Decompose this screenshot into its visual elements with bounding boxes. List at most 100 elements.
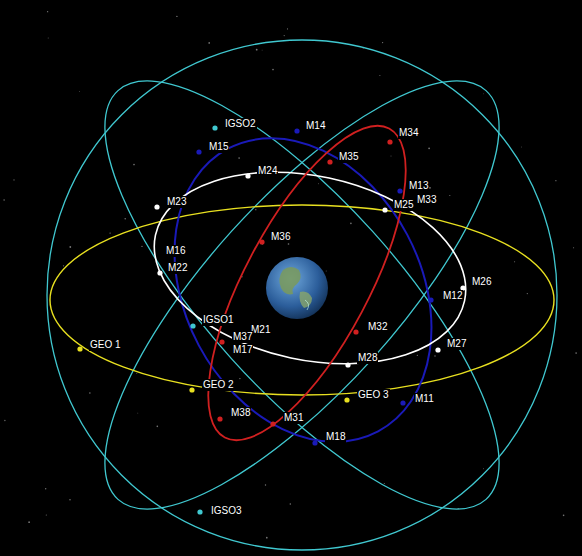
star (384, 483, 385, 484)
satellite-dot (312, 440, 317, 445)
satellite-dot (270, 421, 275, 426)
satellite-label: M14 (305, 120, 326, 132)
meo-orbit (136, 145, 483, 391)
star (563, 514, 565, 516)
star (317, 183, 319, 185)
star (417, 355, 418, 356)
star (141, 246, 142, 247)
igso-orbit (47, 27, 556, 556)
star (256, 49, 258, 51)
star (428, 147, 430, 149)
satellite-label: M17 (232, 344, 253, 356)
satellite-dot (382, 207, 387, 212)
satellite-label: M24 (257, 165, 278, 177)
star (208, 42, 210, 44)
satellite-label: M18 (325, 431, 346, 443)
star (109, 232, 110, 233)
satellite-label: M13 (408, 180, 429, 192)
satellite-label: M36 (270, 231, 291, 243)
satellite-dot (217, 416, 222, 421)
star (255, 209, 256, 210)
satellite-dot (353, 329, 358, 334)
star (272, 69, 274, 71)
star (379, 75, 380, 76)
star (45, 488, 46, 489)
star (69, 499, 70, 500)
star (482, 93, 484, 95)
star (156, 425, 158, 427)
star (13, 179, 14, 180)
star (239, 378, 240, 379)
satellite-label: M37 (232, 331, 253, 343)
star (4, 420, 5, 421)
star (28, 521, 30, 523)
satellite-dot (189, 387, 194, 392)
earth-cloud (305, 300, 309, 310)
meo-orbit (170, 99, 444, 466)
star (265, 484, 266, 485)
star (527, 293, 528, 294)
satellite-dot (435, 347, 440, 352)
satellite-dot (154, 204, 159, 209)
star (325, 270, 327, 272)
satellite-label: M33 (416, 194, 437, 206)
satellite-dot (428, 297, 433, 302)
satellite-dot (259, 239, 264, 244)
star (350, 223, 352, 225)
star (382, 42, 383, 43)
satellite-label: M28 (357, 352, 378, 364)
satellite-dot (77, 346, 82, 351)
geo-orbit (50, 205, 554, 395)
star (46, 514, 47, 515)
star (137, 412, 139, 414)
satellite-dot (345, 362, 350, 367)
satellite-dot (196, 149, 201, 154)
star (238, 157, 240, 159)
satellite-label: IGSO3 (210, 505, 243, 517)
star (575, 352, 577, 354)
star (449, 195, 450, 196)
earth (266, 257, 328, 319)
star (434, 355, 435, 356)
satellite-label: M27 (446, 338, 467, 350)
star (47, 37, 49, 39)
satellite-dot (245, 173, 250, 178)
star (89, 392, 91, 394)
satellite-label: IGSO1 (202, 314, 235, 326)
satellite-label: M23 (166, 196, 187, 208)
star (261, 49, 263, 51)
satellite-label: M25 (393, 199, 414, 211)
star (63, 265, 64, 266)
satellite-label: GEO 1 (89, 339, 122, 351)
star (176, 16, 177, 17)
satellite-dot (212, 125, 217, 130)
satellite-label: M15 (208, 141, 229, 153)
star (287, 28, 288, 29)
satellite-dot (400, 400, 405, 405)
star (521, 146, 523, 148)
satellite-dot (344, 397, 349, 402)
satellite-dot (197, 509, 202, 514)
star (79, 91, 81, 93)
satellite-label: M31 (283, 412, 304, 424)
star (3, 199, 4, 200)
star (69, 246, 71, 248)
star (290, 503, 291, 504)
earth-land (300, 292, 313, 308)
star (573, 247, 574, 248)
satellite-dots (77, 125, 465, 514)
satellite-label: M34 (398, 127, 419, 139)
star (266, 537, 268, 539)
star (47, 11, 48, 12)
earth-land (279, 267, 300, 294)
orbit-circle (47, 40, 557, 550)
satellite-label: M12 (442, 290, 463, 302)
satellite-dot (219, 339, 224, 344)
satellite-label: M32 (367, 321, 388, 333)
meo-orbit (124, 93, 483, 486)
star (483, 468, 485, 470)
satellite-dot (397, 188, 402, 193)
star-field (3, 11, 577, 539)
